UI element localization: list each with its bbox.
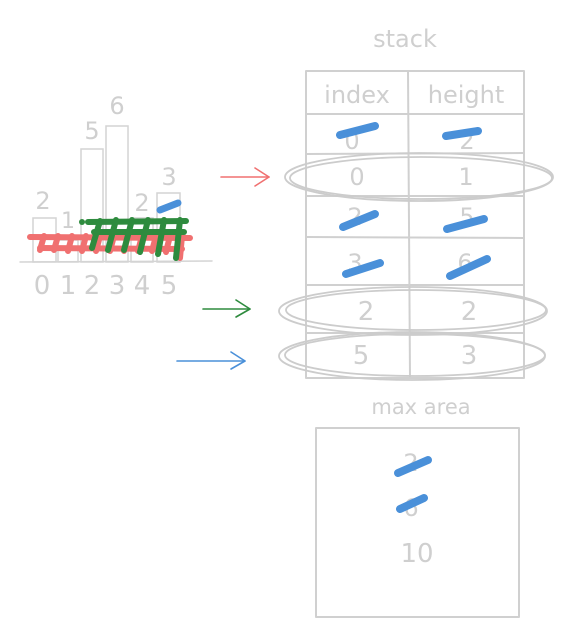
bar-index-label: 3 [109,271,126,301]
stack-cell-height: 1 [458,163,473,191]
strike-mark [396,494,428,513]
max-area-box: max area 2 6 10 [315,395,520,618]
strike-mark [394,456,432,477]
stack-cell-height: 2 [461,297,478,327]
max-area-frame [315,427,520,618]
bar-index-label: 5 [161,271,178,301]
highlight-ellipse [284,333,546,377]
bar-height-label: 2 [35,187,50,215]
bar-height-label: 6 [109,92,124,120]
green-dot [79,219,85,225]
strike-mark [442,127,482,140]
stack-header-index: index [324,81,390,109]
bar-index-label: 0 [34,271,51,301]
blue-scribble [156,199,182,214]
strike-mark [446,255,491,280]
histogram-bar-3 [105,125,129,263]
stack-table-frame [305,70,525,379]
stack-header-height: height [428,81,505,109]
stack-cell-index: 5 [353,341,370,371]
stack-cell-index: 2 [358,297,375,327]
bar-index-label: 2 [84,271,101,301]
histogram: 2 1 5 6 2 3 0 1 2 3 4 5 [19,92,213,301]
stack-column-divider [407,70,411,379]
bar-height-label: 2 [134,189,149,217]
arrow-red [220,167,270,187]
stack-table: stack index height 0 2 0 1 2 5 3 6 2 2 [278,25,554,381]
stack-row-divider [305,236,525,239]
max-area-title: max area [371,395,470,419]
highlight-ellipse [289,156,553,200]
histogram-bar-2 [80,148,104,263]
strike-mark [339,210,379,231]
bar-index-label: 4 [134,271,151,301]
highlight-ellipse [285,289,547,331]
red-dot [29,234,35,240]
stack-title: stack [373,25,437,53]
highlight-ellipse [278,286,548,336]
bar-height-label: 1 [61,209,75,234]
arrow-blue [176,351,246,370]
max-area-value: 10 [400,539,433,569]
bar-height-label: 3 [161,163,176,191]
highlight-ellipse [284,152,554,202]
stack-cell-index: 0 [349,163,364,191]
green-scribble [85,217,189,261]
strike-mark [336,122,379,139]
stack-cell-height: 3 [461,341,478,371]
strike-mark [443,215,488,233]
bar-height-label: 5 [84,117,99,145]
arrow-green [202,299,251,318]
bar-index-label: 1 [60,271,77,301]
strike-mark [342,259,384,278]
